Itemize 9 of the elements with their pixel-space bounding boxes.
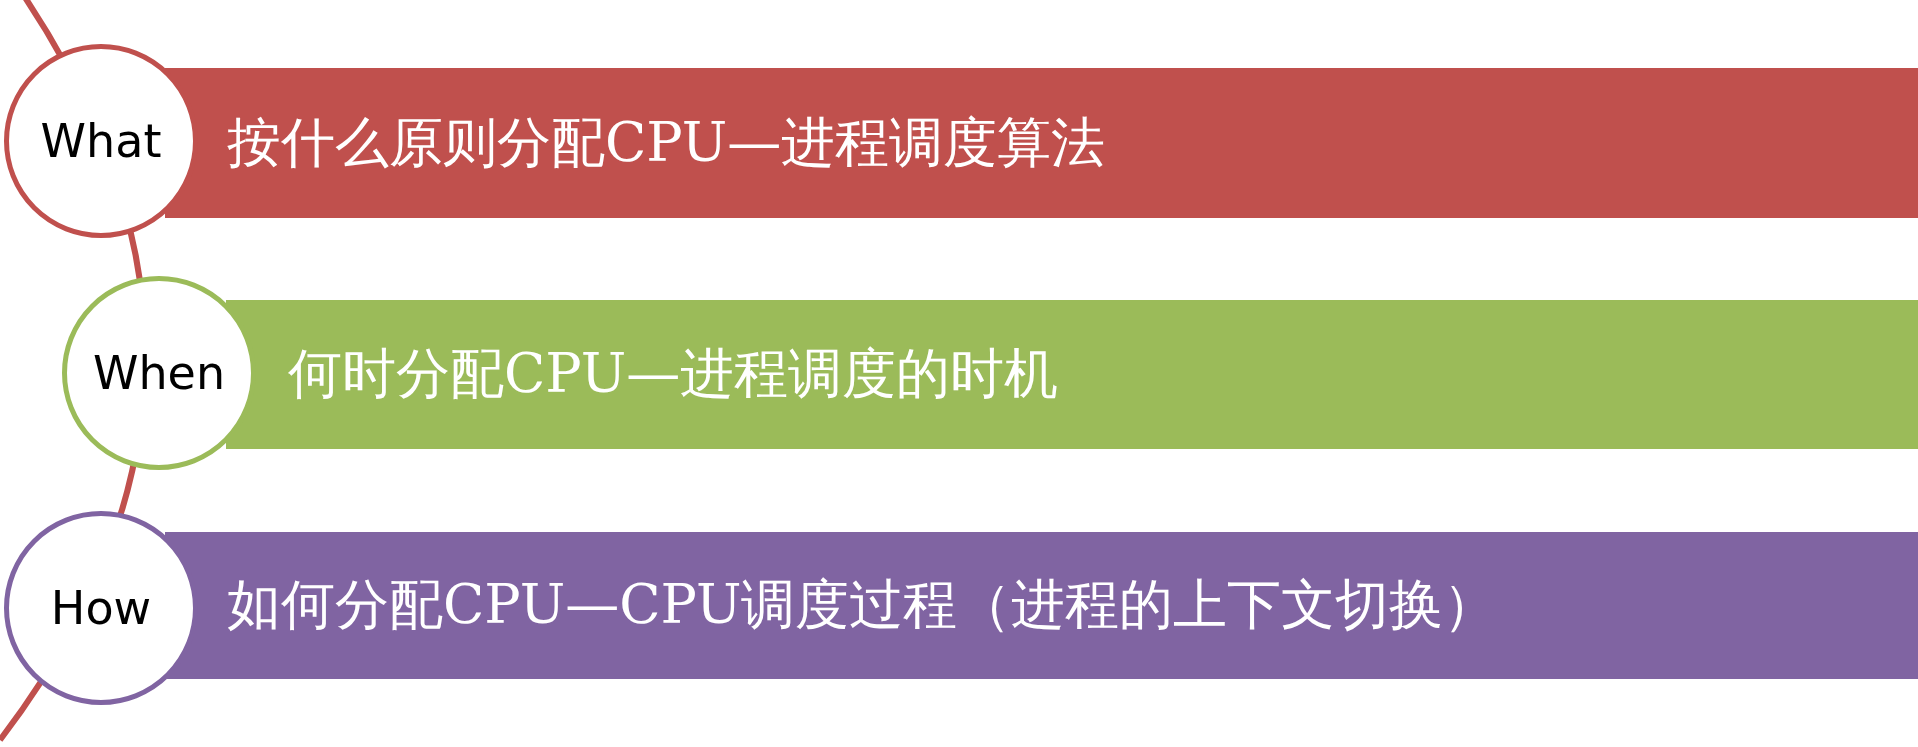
badge-label: When xyxy=(92,346,226,400)
badge-label: How xyxy=(50,581,152,635)
banner-text: 如何分配CPU—CPU调度过程（进程的上下文切换） xyxy=(227,572,1498,638)
banner-text: 按什么原则分配CPU—进程调度算法 xyxy=(227,109,1106,176)
banner-text: 何时分配CPU—进程调度的时机 xyxy=(288,341,1059,407)
banner xyxy=(226,300,1918,449)
banner xyxy=(165,532,1918,679)
banner xyxy=(165,68,1918,218)
badge-label: What xyxy=(40,114,162,168)
